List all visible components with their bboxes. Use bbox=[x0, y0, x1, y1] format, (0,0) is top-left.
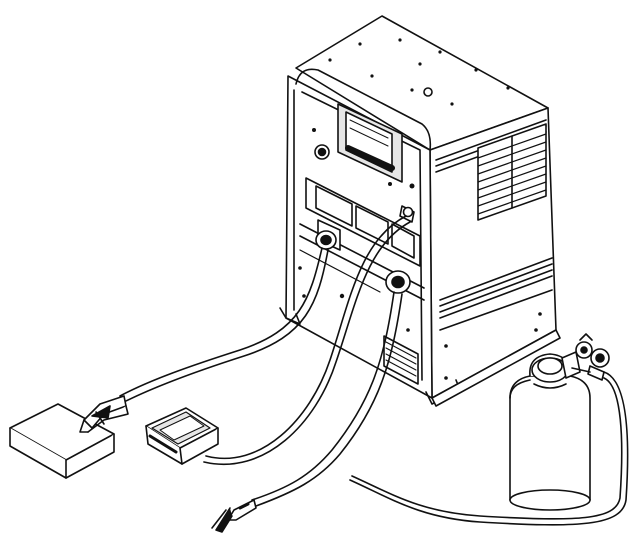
welding-machine bbox=[279, 15, 561, 407]
foot-pedal bbox=[145, 407, 219, 465]
pedal-cable-connector bbox=[399, 205, 415, 223]
machine-frame bbox=[295, 68, 432, 151]
gas-hose bbox=[349, 371, 629, 526]
gas-cylinder bbox=[509, 353, 591, 511]
electrode-holder bbox=[211, 499, 257, 533]
work-cable bbox=[119, 247, 323, 397]
torch-cable bbox=[251, 291, 395, 501]
torch-cable-connector bbox=[385, 270, 411, 294]
cylinder-regulator bbox=[561, 333, 610, 381]
machine-foot-left bbox=[279, 307, 301, 325]
side-vent-upper bbox=[435, 119, 547, 221]
control-display bbox=[337, 103, 403, 183]
side-vent-lower bbox=[439, 257, 553, 331]
cable-connectors bbox=[315, 205, 415, 294]
cables bbox=[119, 215, 629, 526]
top-rivets bbox=[328, 38, 510, 106]
output-panel bbox=[299, 177, 425, 301]
pedal-cable bbox=[205, 215, 407, 460]
workpiece bbox=[9, 403, 115, 479]
control-knob bbox=[312, 128, 330, 160]
work-cable-connector bbox=[315, 219, 341, 251]
work-clamp bbox=[79, 395, 129, 433]
